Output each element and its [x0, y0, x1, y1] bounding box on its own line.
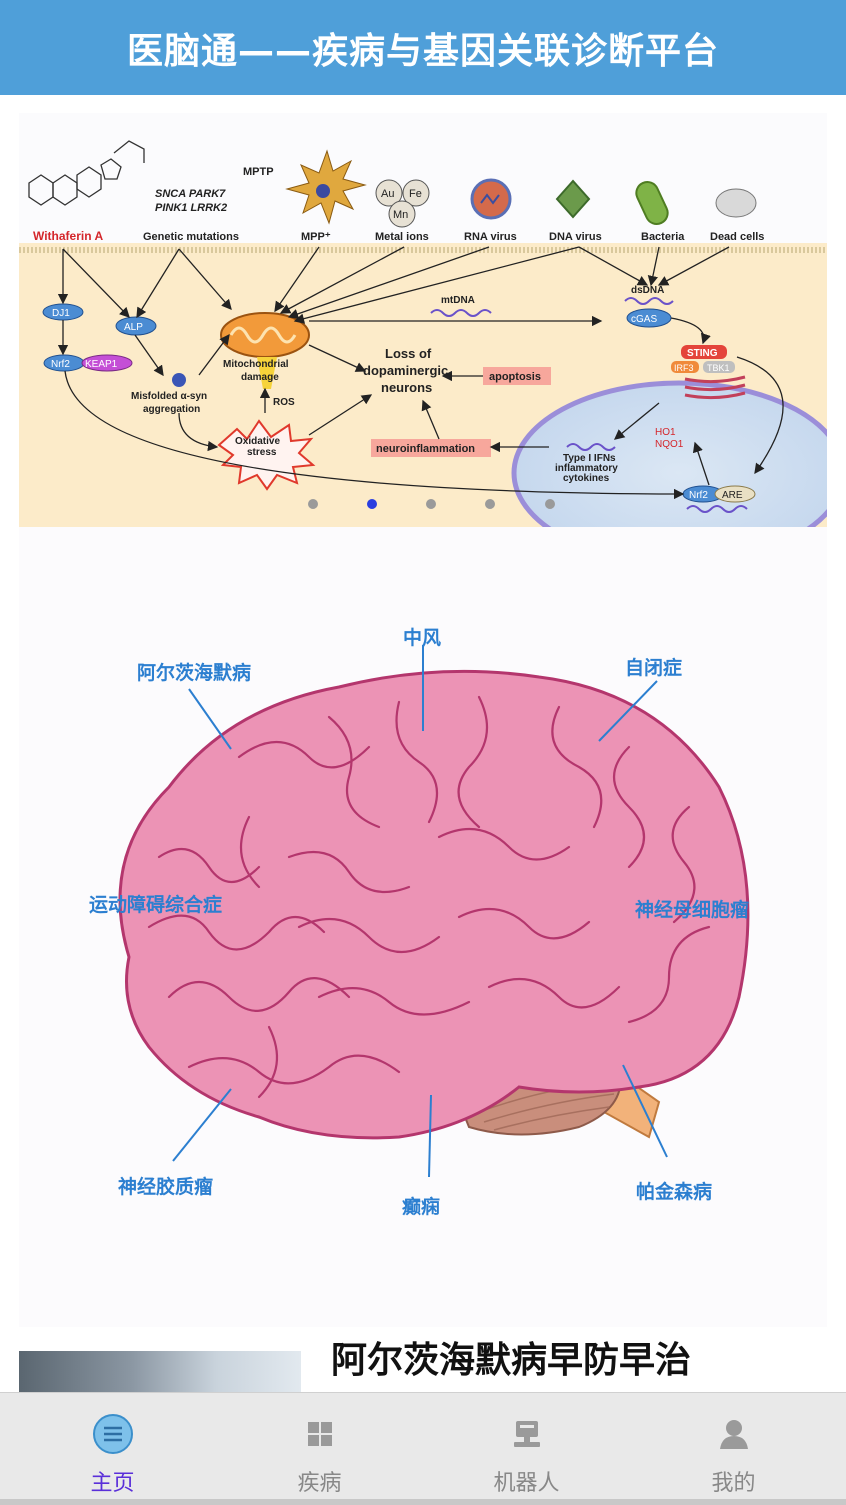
- label-movement-disorder[interactable]: 运动障碍综合症: [89, 894, 223, 916]
- label-epilepsy[interactable]: 癫痫: [402, 1196, 441, 1218]
- tab-home[interactable]: 主页: [7, 1393, 218, 1505]
- carousel-dot[interactable]: [308, 499, 318, 509]
- label-alzheimer[interactable]: 阿尔茨海默病: [137, 662, 252, 684]
- tab-robot[interactable]: 机器人: [421, 1393, 632, 1505]
- label-glioma[interactable]: 神经胶质瘤: [118, 1176, 214, 1198]
- tab-robot-label: 机器人: [493, 1471, 560, 1496]
- svg-text:Loss of: Loss of: [385, 346, 432, 361]
- svg-text:ARE: ARE: [722, 490, 743, 501]
- svg-text:PINK1 LRRK2: PINK1 LRRK2: [155, 202, 227, 214]
- svg-text:IRF3: IRF3: [674, 363, 694, 373]
- svg-text:HO1: HO1: [655, 427, 676, 438]
- svg-text:Fe: Fe: [409, 188, 422, 200]
- dj1-node: DJ1: [42, 303, 84, 321]
- metal-ions-icons: Au Fe Mn: [375, 179, 430, 228]
- svg-text:Type I IFNs: Type I IFNs: [563, 453, 616, 464]
- svg-text:RNA virus: RNA virus: [464, 231, 517, 243]
- svg-text:inflammatory: inflammatory: [555, 463, 618, 474]
- svg-text:dopaminergic: dopaminergic: [363, 363, 448, 378]
- label-stroke[interactable]: 中风: [403, 627, 442, 649]
- svg-text:mtDNA: mtDNA: [441, 295, 475, 306]
- svg-text:neuroinflammation: neuroinflammation: [376, 443, 475, 455]
- svg-text:DNA virus: DNA virus: [549, 231, 602, 243]
- app-title: 医脑通——疾病与基因关联诊断平台: [126, 30, 719, 72]
- svg-text:apoptosis: apoptosis: [489, 371, 541, 383]
- user-icon: [719, 1420, 748, 1449]
- svg-text:Dead cells: Dead cells: [710, 231, 764, 243]
- app-header: 医脑通——疾病与基因关联诊断平台: [0, 0, 846, 95]
- svg-text:neurons: neurons: [381, 380, 432, 395]
- svg-text:Nrf2: Nrf2: [689, 490, 708, 501]
- svg-text:MPP⁺: MPP⁺: [301, 231, 331, 243]
- alp-node: ALP: [115, 316, 157, 336]
- svg-text:ROS: ROS: [273, 397, 295, 408]
- carousel-dot[interactable]: [426, 499, 436, 509]
- pathway-diagram: Withaferin A SNCA PARK7 PINK1 LRRK2 Gene…: [19, 113, 827, 527]
- svg-text:SNCA PARK7: SNCA PARK7: [155, 188, 226, 200]
- bacteria-icon: [635, 181, 669, 225]
- svg-text:cytokines: cytokines: [563, 473, 610, 484]
- dead-cells-icon: [715, 188, 757, 218]
- banner-carousel[interactable]: Withaferin A SNCA PARK7 PINK1 LRRK2 Gene…: [19, 113, 827, 527]
- news-title[interactable]: 阿尔茨海默病早防早治: [331, 1340, 692, 1381]
- oxidative-stress-burst: [217, 419, 316, 491]
- svg-text:damage: damage: [241, 372, 279, 383]
- tab-home-label: 主页: [90, 1471, 135, 1496]
- carousel-dot[interactable]: [485, 499, 495, 509]
- rna-virus-icon: [470, 178, 512, 220]
- label-neuroblastoma[interactable]: 神经母细胞瘤: [635, 899, 750, 921]
- brain-disease-map: 阿尔茨海默病 中风 自闭症 运动障碍综合症 神经母细胞瘤 神经胶质瘤 癫痫 帕金…: [19, 527, 827, 1327]
- tab-disease[interactable]: 疾病: [214, 1393, 425, 1505]
- svg-text:NQO1: NQO1: [655, 439, 684, 450]
- svg-text:STING: STING: [687, 348, 718, 359]
- disease-grid-icon: [307, 1422, 332, 1446]
- svg-text:stress: stress: [247, 447, 277, 458]
- svg-text:cGAS: cGAS: [631, 314, 657, 325]
- svg-text:DJ1: DJ1: [52, 308, 70, 319]
- bottom-tab-bar: 主页 疾病 机器人 我的: [0, 1392, 846, 1505]
- svg-text:MPTP: MPTP: [243, 166, 274, 178]
- label-autism[interactable]: 自闭症: [625, 657, 683, 679]
- svg-text:Mn: Mn: [393, 209, 408, 221]
- mitochondria-shape: [220, 312, 310, 389]
- news-thumbnail: [19, 1351, 301, 1392]
- svg-text:Oxidative: Oxidative: [235, 436, 280, 447]
- tab-profile-label: 我的: [711, 1471, 756, 1496]
- carousel-indicator: [0, 496, 846, 512]
- svg-text:TBK1: TBK1: [707, 363, 730, 373]
- home-list-icon: [92, 1414, 133, 1454]
- cerebrum-shape: [118, 669, 750, 1140]
- microglia-shape: [285, 149, 367, 225]
- svg-text:Au: Au: [381, 188, 394, 200]
- svg-text:KEAP1: KEAP1: [85, 359, 118, 370]
- svg-text:Metal ions: Metal ions: [375, 231, 429, 243]
- svg-text:Bacteria: Bacteria: [641, 231, 685, 243]
- tab-bar-divider: [0, 1499, 846, 1505]
- svg-text:Mitochondrial: Mitochondrial: [223, 359, 289, 370]
- tab-profile[interactable]: 我的: [628, 1393, 839, 1505]
- dna-virus-icon: [555, 179, 591, 219]
- svg-text:ALP: ALP: [124, 322, 143, 333]
- robot-icon: [513, 1421, 540, 1447]
- tab-disease-label: 疾病: [297, 1471, 342, 1496]
- svg-text:Misfolded α-syn: Misfolded α-syn: [131, 391, 207, 402]
- svg-text:Genetic mutations: Genetic mutations: [143, 231, 239, 243]
- svg-text:Nrf2: Nrf2: [51, 359, 70, 370]
- carousel-dot-active[interactable]: [367, 499, 377, 509]
- news-item[interactable]: 阿尔茨海默病早防早治: [19, 1327, 827, 1392]
- brain-illustration: [118, 645, 750, 1178]
- carousel-dot[interactable]: [545, 499, 555, 509]
- svg-text:dsDNA: dsDNA: [631, 285, 664, 296]
- svg-text:Withaferin A: Withaferin A: [33, 229, 103, 243]
- withaferin-structure: [28, 140, 145, 206]
- label-parkinson[interactable]: 帕金森病: [636, 1181, 713, 1203]
- nrf2-node: Nrf2 KEAP1: [43, 354, 133, 372]
- svg-text:aggregation: aggregation: [143, 404, 200, 415]
